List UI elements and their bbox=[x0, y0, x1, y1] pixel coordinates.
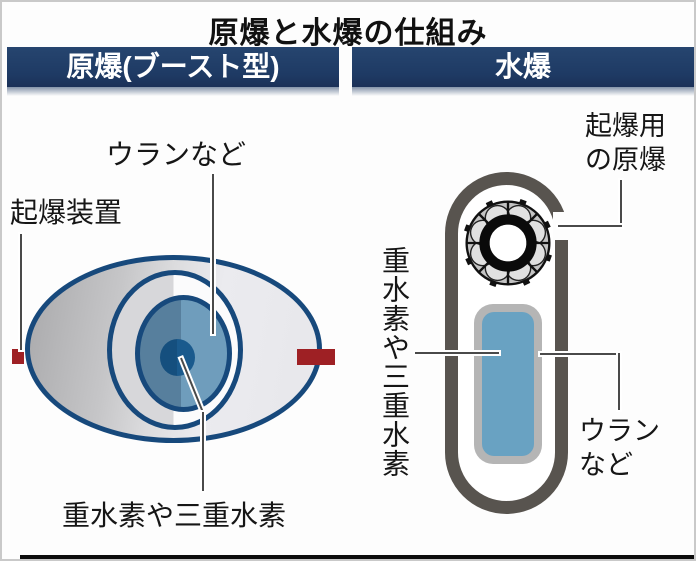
leader-fuel-vertical bbox=[202, 412, 204, 491]
bottom-rule bbox=[20, 555, 694, 559]
label-uranium-right-line2: など bbox=[579, 450, 633, 480]
leader-fuel-right bbox=[415, 352, 499, 354]
fusion-fuel-core-circle bbox=[160, 339, 195, 376]
leader-trigger-horizontal bbox=[558, 225, 622, 227]
label-trigger-line2: の原爆 bbox=[585, 145, 666, 175]
label-trigger-bomb: 起爆用 の原爆 bbox=[585, 109, 666, 177]
detonator-block-left bbox=[12, 349, 24, 364]
leader-trigger-vertical bbox=[620, 180, 622, 227]
header-atomic-bomb: 原爆(ブースト型) bbox=[7, 47, 339, 96]
label-fuel-right-vertical: 重水素や三重水素 bbox=[379, 246, 410, 478]
leader-detonator bbox=[20, 234, 22, 350]
fusion-fuel-fill bbox=[482, 312, 534, 456]
label-uranium-left: ウランなど bbox=[106, 139, 247, 170]
header-hydrogen-bomb: 水爆 bbox=[352, 47, 694, 96]
leader-uranium-right-horizontal bbox=[540, 353, 620, 355]
page-title: 原爆と水爆の仕組み bbox=[208, 17, 488, 50]
label-fuel-left: 重水素や三重水素 bbox=[62, 500, 287, 531]
trigger-bomb-assembly bbox=[464, 199, 552, 287]
detonator-block-right bbox=[297, 349, 335, 365]
label-uranium-right-line1: ウラン bbox=[579, 416, 660, 446]
leader-uranium-right-vertical bbox=[618, 353, 620, 410]
label-uranium-right: ウラン など bbox=[579, 414, 660, 482]
leader-uranium-left bbox=[212, 174, 214, 334]
label-trigger-line1: 起爆用 bbox=[585, 111, 666, 141]
fusion-fuel-container bbox=[474, 304, 542, 464]
label-detonator: 起爆装置 bbox=[10, 197, 123, 228]
